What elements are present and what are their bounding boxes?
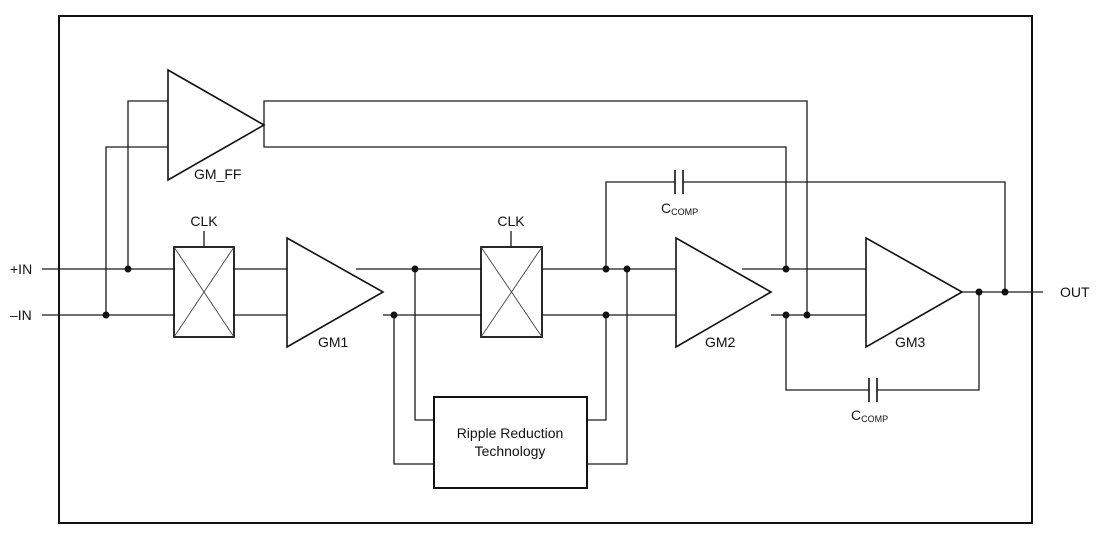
input-positive-label: +IN xyxy=(10,261,32,277)
junction-dots xyxy=(102,265,1009,319)
gm3-amplifier xyxy=(865,236,964,349)
junction-dot xyxy=(1001,288,1009,296)
chopper-switch-2 xyxy=(480,231,543,338)
ripple-reduction-block xyxy=(433,396,588,489)
compensation-capacitor-1 xyxy=(674,170,684,194)
signal-wires xyxy=(42,100,1043,465)
clk1-label: CLK xyxy=(190,213,218,229)
gm2-amplifier xyxy=(675,236,773,349)
junction-dot xyxy=(390,311,398,319)
junction-dot xyxy=(411,265,419,273)
ccomp2-label: CCOMP xyxy=(851,407,888,424)
gm1-amplifier xyxy=(286,236,385,349)
gm1-label: GM1 xyxy=(318,334,349,350)
junction-dot xyxy=(782,311,790,319)
gm-ff-amplifier xyxy=(167,68,266,182)
gm-ff-label: GM_FF xyxy=(194,166,241,182)
junction-dot xyxy=(102,311,110,319)
output-label: OUT xyxy=(1060,284,1090,300)
gm2-label: GM2 xyxy=(705,334,736,350)
junction-dot xyxy=(602,265,610,273)
junction-dot xyxy=(803,311,811,319)
junction-dot xyxy=(623,265,631,273)
junction-dot xyxy=(602,311,610,319)
input-negative-label: –IN xyxy=(10,307,32,323)
ripple-block-label-line1: Ripple Reduction xyxy=(457,425,564,441)
clk2-label: CLK xyxy=(497,213,525,229)
ripple-block-label-line2: Technology xyxy=(475,443,546,459)
junction-dot xyxy=(975,288,983,296)
ccomp1-label: CCOMP xyxy=(661,200,698,217)
junction-dot xyxy=(124,265,132,273)
junction-dot xyxy=(782,265,790,273)
compensation-capacitor-2 xyxy=(868,378,878,402)
chopper-switch-1 xyxy=(173,231,235,338)
gm3-label: GM3 xyxy=(895,334,926,350)
